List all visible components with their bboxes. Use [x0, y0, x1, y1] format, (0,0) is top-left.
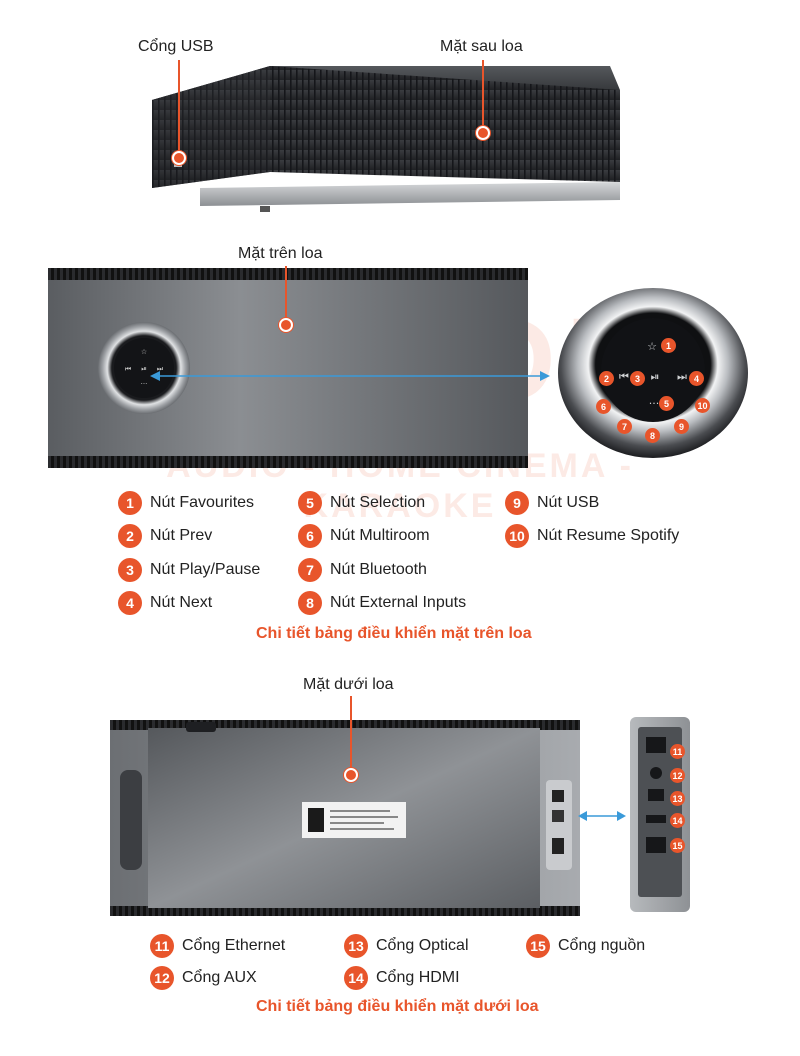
bottom-section-caption: Chi tiết bảng điều khiển mặt dưới loa — [256, 998, 539, 1015]
control-dial-zoom: ☆ ⏮ ⏯ ⏭ ··· 1 2 3 4 5 6 7 8 9 10 — [558, 288, 748, 458]
legend-item: 10 Nút Resume Spotify — [505, 524, 679, 548]
legend-item: 1 Nút Favourites — [118, 491, 254, 515]
top-section-caption: Chi tiết bảng điều khiển mặt trên loa — [256, 625, 532, 642]
legend-item: 5 Nút Selection — [298, 491, 425, 515]
legend-label: Nút External Inputs — [330, 594, 467, 611]
legend-label: Nút Multiroom — [330, 527, 430, 544]
svg-text:☆: ☆ — [141, 348, 147, 356]
speaker-top-image: ☆ ⏮ ⏯ ⏭ ··· — [48, 268, 528, 468]
legend-item: 15 Cổng nguồn — [526, 934, 645, 958]
next-icon: ⏭ — [677, 370, 687, 383]
legend-label: Cổng nguồn — [558, 937, 646, 954]
legend-badge: 2 — [118, 524, 142, 548]
prev-icon: ⏮ — [619, 370, 629, 383]
legend-badge: 13 — [344, 934, 368, 958]
legend-label: Nút Play/Pause — [150, 561, 261, 578]
legend-item: 8 Nút External Inputs — [298, 591, 466, 615]
legend-label: Cổng AUX — [182, 969, 257, 986]
legend-item: 12 Cổng AUX — [150, 966, 257, 990]
legend-label: Nút Favourites — [150, 494, 255, 511]
legend-label: Nút Resume Spotify — [537, 527, 680, 544]
more-icon: ··· — [649, 397, 660, 410]
play-pause-icon: ⏯ — [651, 370, 660, 383]
legend-badge: 7 — [298, 558, 322, 582]
top-side-label: Mặt trên loa — [238, 245, 323, 262]
legend-badge: 6 — [298, 524, 322, 548]
legend-item: 13 Cổng Optical — [344, 934, 469, 958]
svg-text:···: ··· — [141, 380, 148, 388]
legend-item: 9 Nút USB — [505, 491, 599, 515]
legend-item: 7 Nút Bluetooth — [298, 558, 427, 582]
speaker-bottom-image — [110, 720, 580, 916]
zoom-arrow — [150, 371, 550, 381]
legend-label: Nút USB — [537, 494, 600, 511]
legend-badge: 12 — [150, 966, 174, 990]
zoom-arrow-bottom — [578, 811, 626, 821]
legend-badge: 15 — [526, 934, 550, 958]
legend-label: Nút Selection — [330, 494, 426, 511]
svg-text:⏯: ⏯ — [141, 365, 147, 373]
legend-badge: 14 — [344, 966, 368, 990]
legend-item: 6 Nút Multiroom — [298, 524, 430, 548]
legend-label: Cổng Optical — [376, 937, 469, 954]
port-panel-zoom: 11 12 13 14 15 — [630, 717, 690, 912]
speaker-back-image — [152, 66, 620, 212]
legend-label: Cổng HDMI — [376, 969, 460, 986]
svg-text:⏮: ⏮ — [125, 365, 131, 373]
back-side-label: Mặt sau loa — [440, 38, 523, 55]
legend-badge: 5 — [298, 491, 322, 515]
svg-text:⏭: ⏭ — [157, 365, 164, 373]
legend-label: Nút Bluetooth — [330, 561, 427, 578]
legend-badge: 4 — [118, 591, 142, 615]
legend-item: 14 Cổng HDMI — [344, 966, 460, 990]
legend-item: 11 Cổng Ethernet — [150, 934, 285, 958]
legend-item: 4 Nút Next — [118, 591, 212, 615]
legend-label: Cổng Ethernet — [182, 937, 286, 954]
legend-badge: 3 — [118, 558, 142, 582]
legend-badge: 10 — [505, 524, 529, 548]
star-icon: ☆ — [647, 340, 657, 353]
legend-label: Nút Prev — [150, 527, 213, 544]
legend-item: 3 Nút Play/Pause — [118, 558, 260, 582]
legend-badge: 9 — [505, 491, 529, 515]
legend-badge: 8 — [298, 591, 322, 615]
legend-badge: 1 — [118, 491, 142, 515]
bottom-side-label: Mặt dưới loa — [303, 676, 394, 693]
legend-label: Nút Next — [150, 594, 213, 611]
legend-item: 2 Nút Prev — [118, 524, 212, 548]
legend-badge: 11 — [150, 934, 174, 958]
usb-port-label: Cổng USB — [138, 38, 214, 55]
